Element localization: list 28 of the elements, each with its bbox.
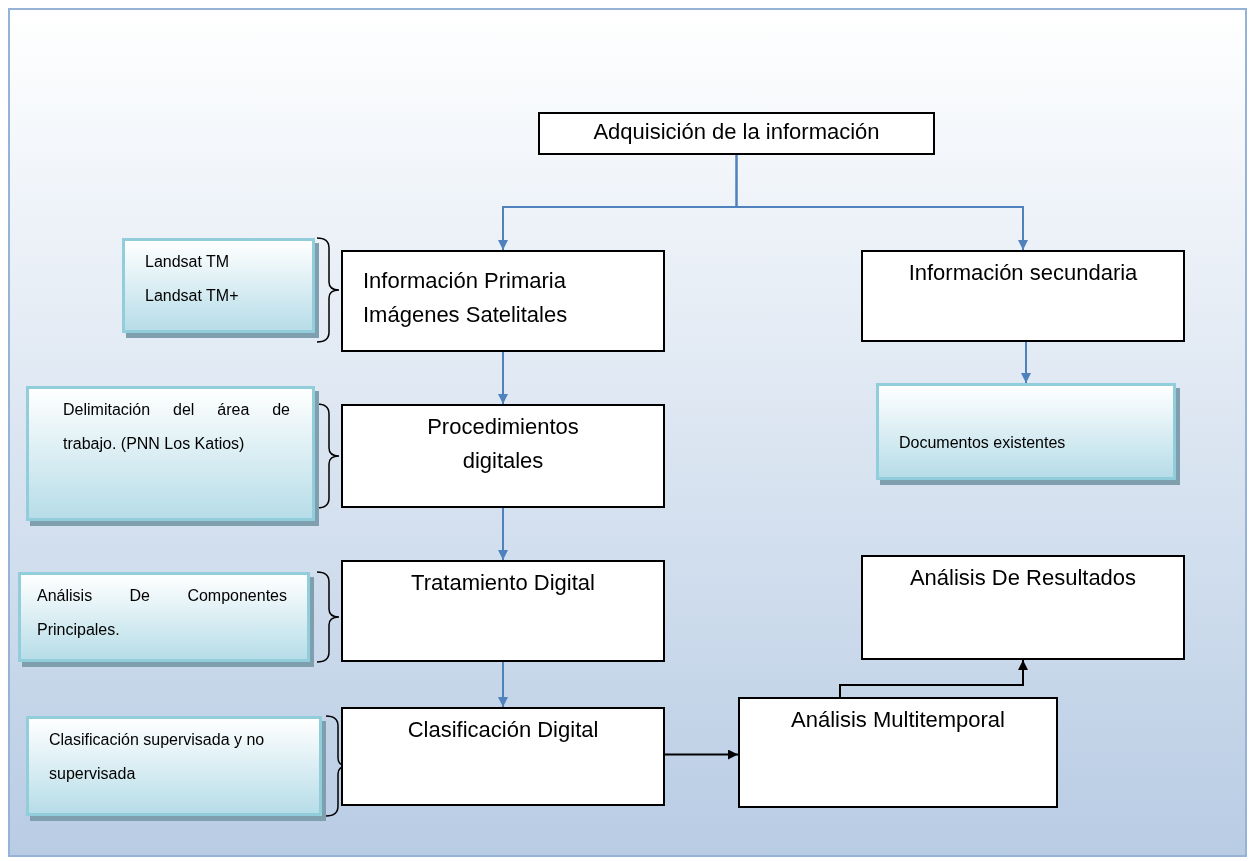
- node-label: Documentos existentes: [899, 433, 1067, 453]
- arrow: [498, 507, 508, 561]
- node-label: Procedimientos digitales: [426, 413, 580, 476]
- node-label: Clasificación supervisada y no supervisada: [49, 730, 266, 784]
- arrow: [498, 661, 508, 708]
- node-label: Tratamiento Digital: [410, 569, 596, 597]
- arrow: [1021, 341, 1031, 384]
- node-label: Adquisición de la información: [592, 118, 881, 146]
- process-box: [738, 697, 1058, 808]
- process-box: [341, 707, 665, 806]
- process-box: [861, 250, 1185, 342]
- process-box: [341, 404, 665, 508]
- node-label: Análisis Multitemporal: [790, 706, 1006, 734]
- process-box: [538, 112, 935, 155]
- node-label: Delimitación del área de trabajo. (PNN Los Katios): [63, 400, 290, 454]
- process-box: [341, 250, 665, 352]
- node-label: Análisis De Resultados: [908, 564, 1138, 592]
- process-box: [341, 560, 665, 662]
- process-box: [861, 555, 1185, 660]
- node-label: Clasificación Digital: [406, 716, 600, 744]
- node-label: Landsat TM Landsat TM+: [145, 252, 240, 306]
- arrow: [498, 351, 508, 405]
- node-label: Información Primaria Imágenes Satelitales: [363, 267, 569, 330]
- node-label: Información secundaria: [907, 259, 1139, 287]
- arrow: [664, 749, 739, 760]
- node-label: Análisis De Componentes Principales.: [37, 586, 287, 640]
- arrow: [839, 659, 1028, 698]
- arrow: [735, 154, 1028, 251]
